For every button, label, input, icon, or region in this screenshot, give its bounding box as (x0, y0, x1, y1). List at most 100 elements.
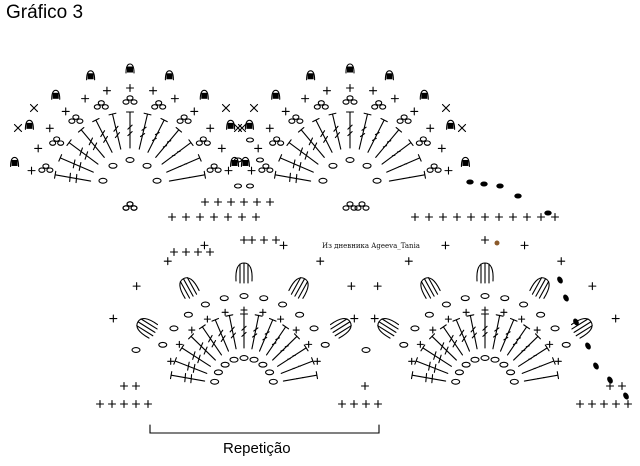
chain-stitch-symbol (451, 378, 461, 385)
single-crochet-symbol (347, 282, 356, 291)
chain-stitch-symbol (176, 118, 184, 124)
single-crochet-symbol (119, 381, 129, 391)
single-crochet-symbol (444, 166, 453, 175)
treble-crochet-symbol (265, 324, 290, 356)
single-crochet-symbol (226, 197, 236, 207)
chain-stitch-symbol (159, 104, 167, 110)
popcorn-symbol (306, 70, 316, 81)
treble-crochet-symbol (282, 371, 319, 382)
slip-stitch-symbol (585, 342, 591, 350)
single-crochet-symbol (109, 314, 118, 323)
single-crochet-symbol (107, 399, 117, 409)
single-crochet-symbol (292, 326, 300, 334)
chain-stitch-symbol (233, 157, 243, 163)
puff-stitch-symbol (420, 277, 441, 299)
single-crochet-symbol (429, 326, 437, 334)
treble-crochet-symbol (420, 344, 452, 367)
single-crochet-symbol (279, 241, 288, 250)
popcorn-symbol (345, 63, 355, 74)
single-crochet-symbol (223, 212, 233, 222)
popcorn-symbol (24, 119, 34, 130)
single-crochet-symbol (554, 357, 562, 365)
chain-stitch-symbol (345, 157, 355, 163)
treble-crochet-symbol (125, 111, 135, 149)
chain-stitch-symbol (158, 341, 168, 348)
single-crochet-symbol (605, 381, 615, 391)
single-crochet-symbol (494, 212, 504, 222)
popcorn-fill (166, 73, 173, 80)
single-crochet-symbol (623, 399, 633, 409)
treble-crochet-symbol (198, 324, 223, 356)
puff-stitch-symbol (377, 318, 400, 339)
single-crochet-symbol (169, 247, 179, 257)
chain-stitch-symbol (309, 325, 319, 332)
chain-stitch-symbol (169, 325, 179, 332)
single-crochet-symbol (361, 399, 371, 409)
popcorn-fill (227, 122, 234, 129)
popcorn-symbol (271, 89, 281, 100)
chain-stitch-symbol (200, 301, 210, 308)
chain-stitch-symbol (509, 378, 519, 385)
chain-stitch-symbol (419, 136, 427, 142)
single-crochet-symbol (205, 247, 215, 257)
single-crochet-symbol (259, 235, 269, 245)
single-crochet-symbol (132, 282, 141, 291)
single-crochet-symbol (181, 212, 191, 222)
chain-stitch-symbol (500, 295, 510, 302)
single-crochet-symbol (200, 241, 209, 250)
puff-stitch-symbol (570, 318, 593, 339)
treble-crochet-symbol (375, 126, 403, 158)
popcorn-symbol (199, 89, 209, 100)
single-crochet-symbol (500, 308, 508, 316)
single-crochet-symbol (119, 399, 129, 409)
single-crochet-symbol (611, 399, 621, 409)
chain-stitch-symbol (206, 167, 214, 173)
chain-stitch-symbol (400, 114, 408, 120)
single-crochet-symbol (175, 340, 183, 348)
single-crochet-symbol (536, 212, 546, 222)
treble-crochet-symbol (480, 313, 490, 349)
treble-crochet-symbol (286, 139, 319, 165)
chain-stitch-symbol (233, 183, 243, 189)
chain-stitch-symbol (229, 356, 239, 363)
single-crochet-symbol (438, 212, 448, 222)
chain-stitch-symbol (350, 205, 358, 211)
slip-stitch-symbol (607, 376, 613, 384)
treble-crochet-symbol (155, 126, 183, 158)
treble-crochet-symbol (58, 154, 94, 173)
chain-stitch-symbol (259, 295, 269, 302)
chain-stitch-symbol (460, 295, 470, 302)
chain-stitch-symbol (404, 118, 412, 124)
treble-crochet-symbol (168, 170, 207, 182)
chain-stitch-symbol (101, 104, 109, 110)
chain-stitch-symbol (57, 140, 65, 146)
single-crochet-symbol (170, 94, 179, 103)
chain-stitch-symbol (98, 177, 108, 184)
treble-crochet-symbol (328, 112, 342, 150)
single-crochet-symbol (34, 144, 43, 153)
single-crochet-symbol (167, 357, 175, 365)
chain-stitch-symbol (131, 347, 141, 353)
popcorn-fill (52, 92, 59, 99)
slip-stitch-symbol (480, 181, 488, 187)
slip-stitch-symbol (557, 276, 563, 284)
chain-stitch-symbol (277, 140, 285, 146)
treble-crochet-symbol (499, 317, 518, 352)
single-crochet-symbol (426, 124, 435, 133)
chain-stitch-symbol (239, 355, 249, 361)
puff-stitch-symbol (529, 277, 550, 299)
single-crochet-symbol (518, 315, 526, 323)
single-crochet-symbol (611, 314, 620, 323)
treble-crochet-symbol (492, 314, 504, 350)
popcorn-symbol (125, 63, 135, 74)
chain-stitch-symbol (561, 341, 571, 348)
single-crochet-symbol (213, 197, 223, 207)
popcorn-symbol (164, 70, 174, 81)
single-crochet-symbol (390, 94, 399, 103)
chain-stitch-symbol (342, 99, 350, 105)
slip-stitch-symbol (563, 294, 569, 302)
chain-stitch-symbol (354, 205, 362, 211)
chain-stitch-symbol (268, 378, 278, 385)
single-crochet-symbol (588, 282, 597, 291)
chain-stitch-symbol (219, 295, 229, 302)
